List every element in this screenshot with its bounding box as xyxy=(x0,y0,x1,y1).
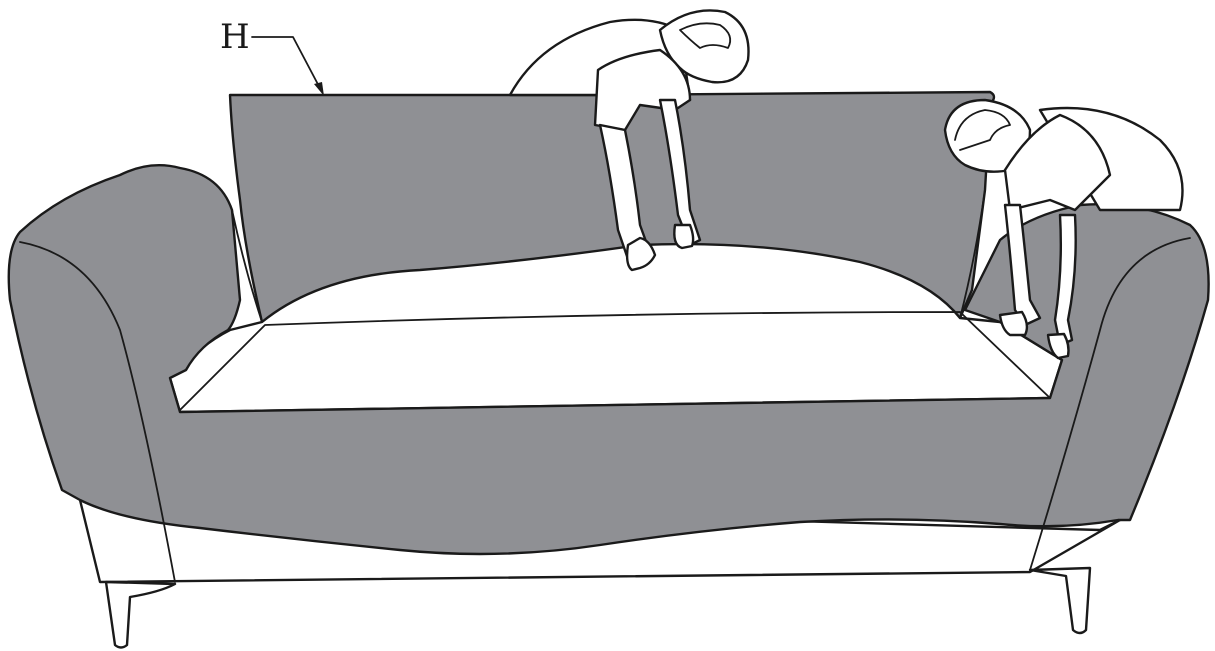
right-front-leg xyxy=(1030,568,1090,633)
callout-leader-line xyxy=(252,37,322,92)
person-left-hand-2 xyxy=(674,225,693,248)
callout-label-h: H xyxy=(220,17,250,57)
left-front-leg xyxy=(106,582,175,648)
